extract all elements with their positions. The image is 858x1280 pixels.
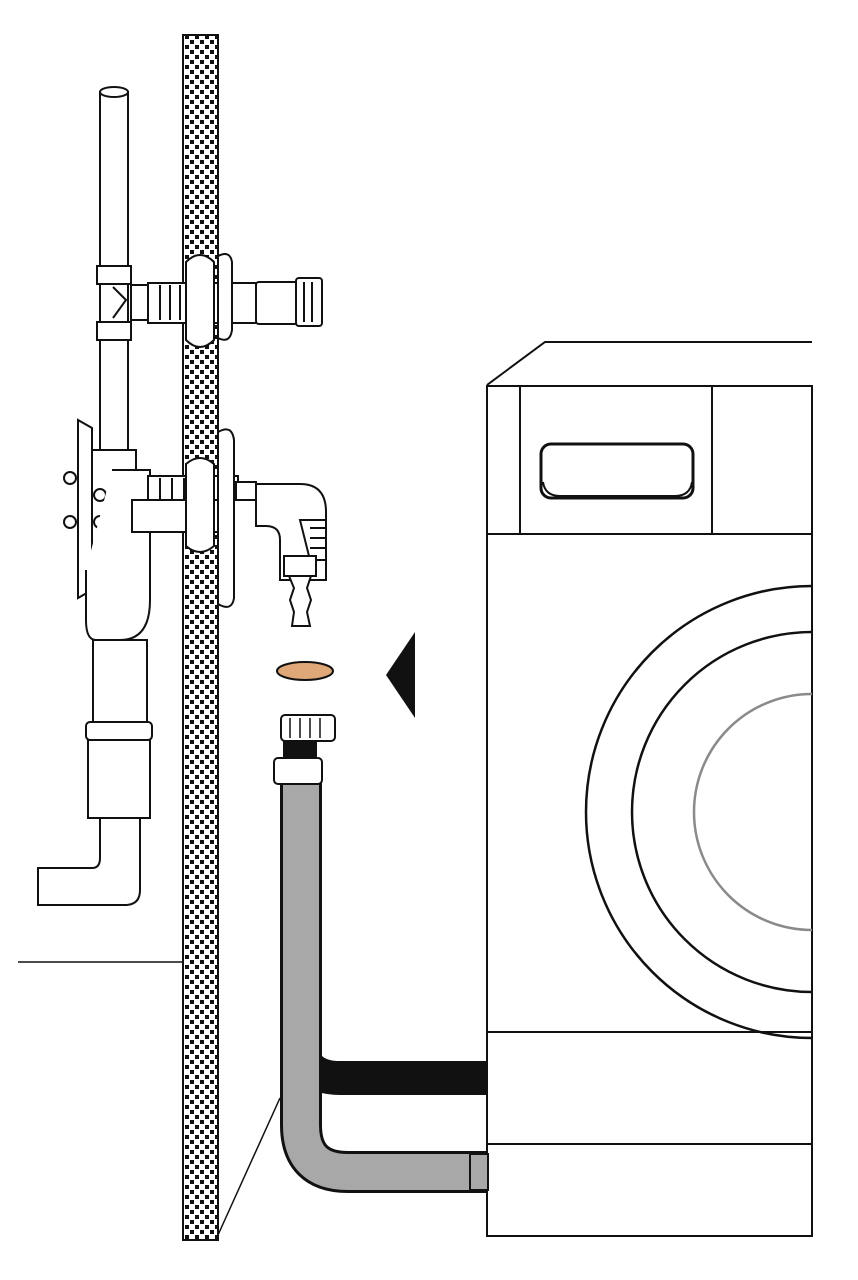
washing-machine (486, 341, 813, 1237)
detergent-drawer-handle (539, 442, 695, 500)
inlet-hose (273, 757, 490, 1193)
upper-valve (96, 253, 323, 348)
waste-pipe (37, 817, 141, 906)
floor (18, 961, 281, 1236)
rubber-washer (276, 661, 334, 681)
hose-entries (469, 1061, 489, 1191)
drain-trap (63, 418, 153, 819)
door-inner-ring (630, 630, 813, 994)
direction-arrow (386, 632, 415, 718)
drain-spigot-elbow (131, 428, 327, 627)
wall (182, 34, 219, 1241)
door-outer-ring (584, 584, 813, 1040)
door-glass (692, 692, 813, 932)
